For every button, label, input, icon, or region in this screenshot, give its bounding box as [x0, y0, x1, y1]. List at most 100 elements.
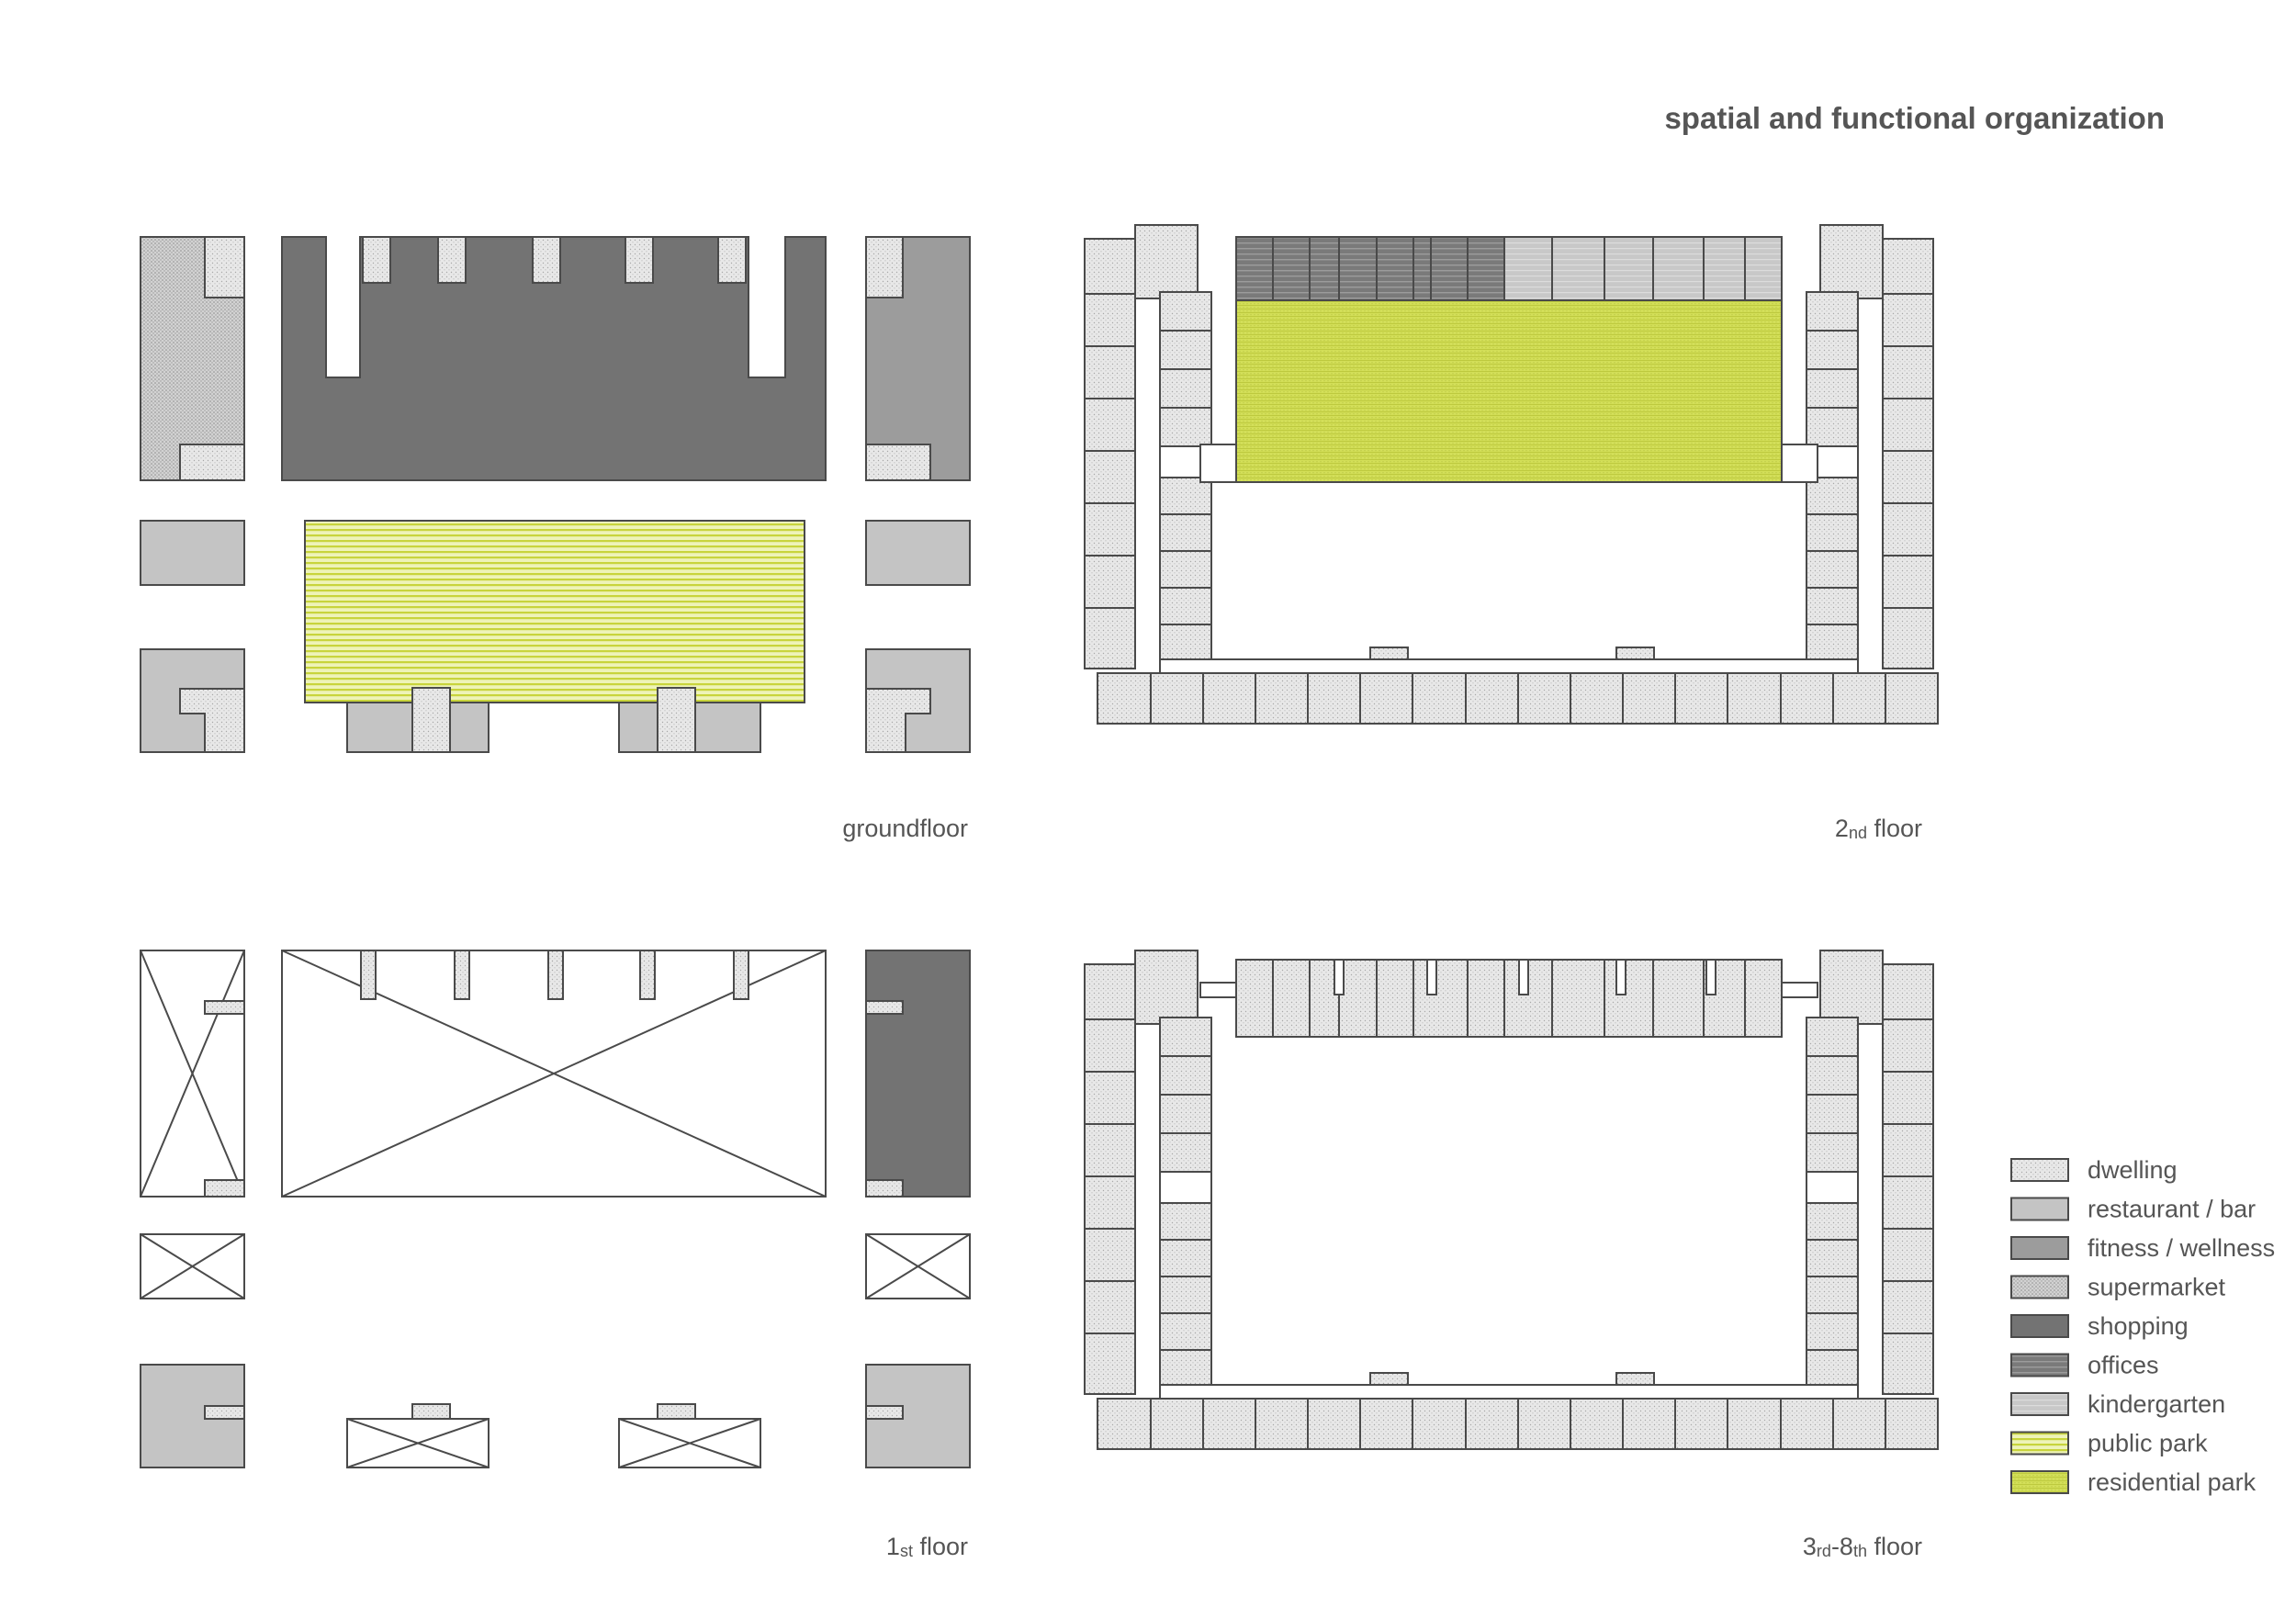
dwelling-unit	[1806, 1276, 1859, 1314]
dwelling-unit	[1084, 963, 1136, 1020]
plan-label-upper-floors: 3rd-8th floor	[1803, 1533, 1922, 1560]
dwelling-unit	[1159, 291, 1212, 332]
corridor	[1159, 658, 1859, 674]
legend-swatch-supermarket	[2010, 1275, 2069, 1299]
plan-groundfloor	[140, 236, 971, 753]
notch	[1334, 959, 1345, 995]
dwelling-unit	[1806, 1349, 1859, 1388]
office-kindergarten-strip	[1235, 236, 1783, 301]
dwelling-unit	[1084, 345, 1136, 399]
dwelling-unit	[1202, 672, 1256, 725]
dwelling-unit	[1806, 1132, 1859, 1173]
dwelling-unit	[1159, 1349, 1212, 1388]
dwelling-unit	[1159, 513, 1212, 552]
dwelling-unit	[1255, 672, 1309, 725]
stair-core	[360, 950, 377, 1000]
stair-core	[454, 950, 470, 1000]
dwelling-unit	[1517, 672, 1571, 725]
dwelling-unit	[1465, 1398, 1519, 1450]
dwelling-core	[865, 444, 931, 481]
office-unit	[1309, 236, 1340, 301]
dwelling-unit	[1159, 1202, 1212, 1241]
dwelling-unit	[1727, 672, 1782, 725]
dwelling-unit	[1806, 1017, 1859, 1057]
dwelling-unit	[1882, 450, 1934, 504]
corridor	[1159, 1384, 1859, 1400]
dwelling-unit	[1202, 1398, 1256, 1450]
dwelling-unit	[1084, 1123, 1136, 1177]
legend-item-offices: offices	[2010, 1352, 2159, 1379]
dwelling-unit	[1806, 291, 1859, 332]
plan-label-first-floor: 1st floor	[886, 1533, 968, 1560]
dwelling-unit	[1882, 1280, 1934, 1334]
stair-core	[717, 236, 747, 284]
dwelling-unit	[1084, 293, 1136, 347]
dwelling-unit	[1359, 672, 1413, 725]
dwelling-unit	[1159, 550, 1212, 589]
dwelling-unit	[1272, 959, 1311, 1038]
stair-core	[437, 236, 467, 284]
legend-label: offices	[2088, 1352, 2159, 1379]
dwelling-unit	[1159, 1017, 1212, 1057]
shopping-block	[281, 236, 827, 481]
restaurant-block	[865, 520, 971, 586]
dwelling-unit	[1084, 555, 1136, 609]
dwelling-unit	[1235, 959, 1274, 1038]
office-unit	[1467, 236, 1505, 301]
dwelling-core	[865, 1000, 904, 1015]
dwelling-unit	[1159, 624, 1212, 662]
dwelling-unit	[1159, 587, 1212, 625]
dwelling-unit	[1806, 1202, 1859, 1241]
dwelling-unit	[1819, 950, 1884, 1025]
stair-core	[411, 687, 451, 753]
dwelling-unit	[1084, 607, 1136, 669]
dwelling-unit	[1159, 1239, 1212, 1277]
dwelling-unit	[1882, 555, 1934, 609]
dwelling-unit	[1882, 502, 1934, 557]
dwelling-unit	[1806, 330, 1859, 370]
notch	[1518, 959, 1529, 995]
notch	[1615, 959, 1626, 995]
dwelling-unit	[1806, 1312, 1859, 1351]
dwelling-unit	[1307, 1398, 1361, 1450]
dwelling-unit	[1134, 224, 1199, 299]
stair-core	[625, 236, 654, 284]
dwelling-unit	[1465, 672, 1519, 725]
restaurant-block	[140, 520, 245, 586]
dwelling-unit	[1832, 672, 1886, 725]
dwelling-unit	[1150, 672, 1204, 725]
dwelling-unit	[1084, 398, 1136, 452]
legend-swatch-dwelling	[2010, 1158, 2069, 1182]
legend-item-restaurant: restaurant / bar	[2010, 1196, 2256, 1223]
dwelling-unit	[1159, 1276, 1212, 1314]
legend-swatch-residentialpark	[2010, 1470, 2069, 1494]
notch	[1426, 959, 1437, 995]
residential-park	[1235, 299, 1783, 483]
stair-core	[532, 236, 561, 284]
dwelling-core	[204, 1179, 245, 1198]
kindergarten-unit	[1744, 236, 1783, 301]
dwelling-unit	[1134, 950, 1199, 1025]
sheet-title: spatial and functional organization	[1664, 101, 2165, 135]
dwelling-unit	[1084, 1175, 1136, 1230]
dwelling-unit	[1806, 1094, 1859, 1134]
dwelling-unit	[1806, 368, 1859, 409]
dwelling-unit	[1882, 963, 1934, 1020]
dwelling-unit	[1084, 238, 1136, 295]
dwelling-unit	[1604, 959, 1654, 1038]
dwelling-unit	[1622, 672, 1676, 725]
dwelling-unit	[1359, 1398, 1413, 1450]
dwelling-unit	[1622, 1398, 1676, 1450]
dwelling-unit	[1882, 1123, 1934, 1177]
dwelling-unit	[1806, 513, 1859, 552]
dwelling-unit	[1674, 1398, 1728, 1450]
connector-bridge	[1781, 444, 1818, 483]
dwelling-ring	[1084, 950, 1939, 1450]
plan-first-floor	[140, 950, 971, 1468]
dwelling-unit	[1882, 607, 1934, 669]
kindergarten-unit	[1703, 236, 1746, 301]
plan-second-floor	[1084, 224, 1939, 725]
dwelling-unit	[1376, 959, 1414, 1038]
dwelling-unit	[1412, 672, 1467, 725]
dwelling-unit	[1307, 672, 1361, 725]
